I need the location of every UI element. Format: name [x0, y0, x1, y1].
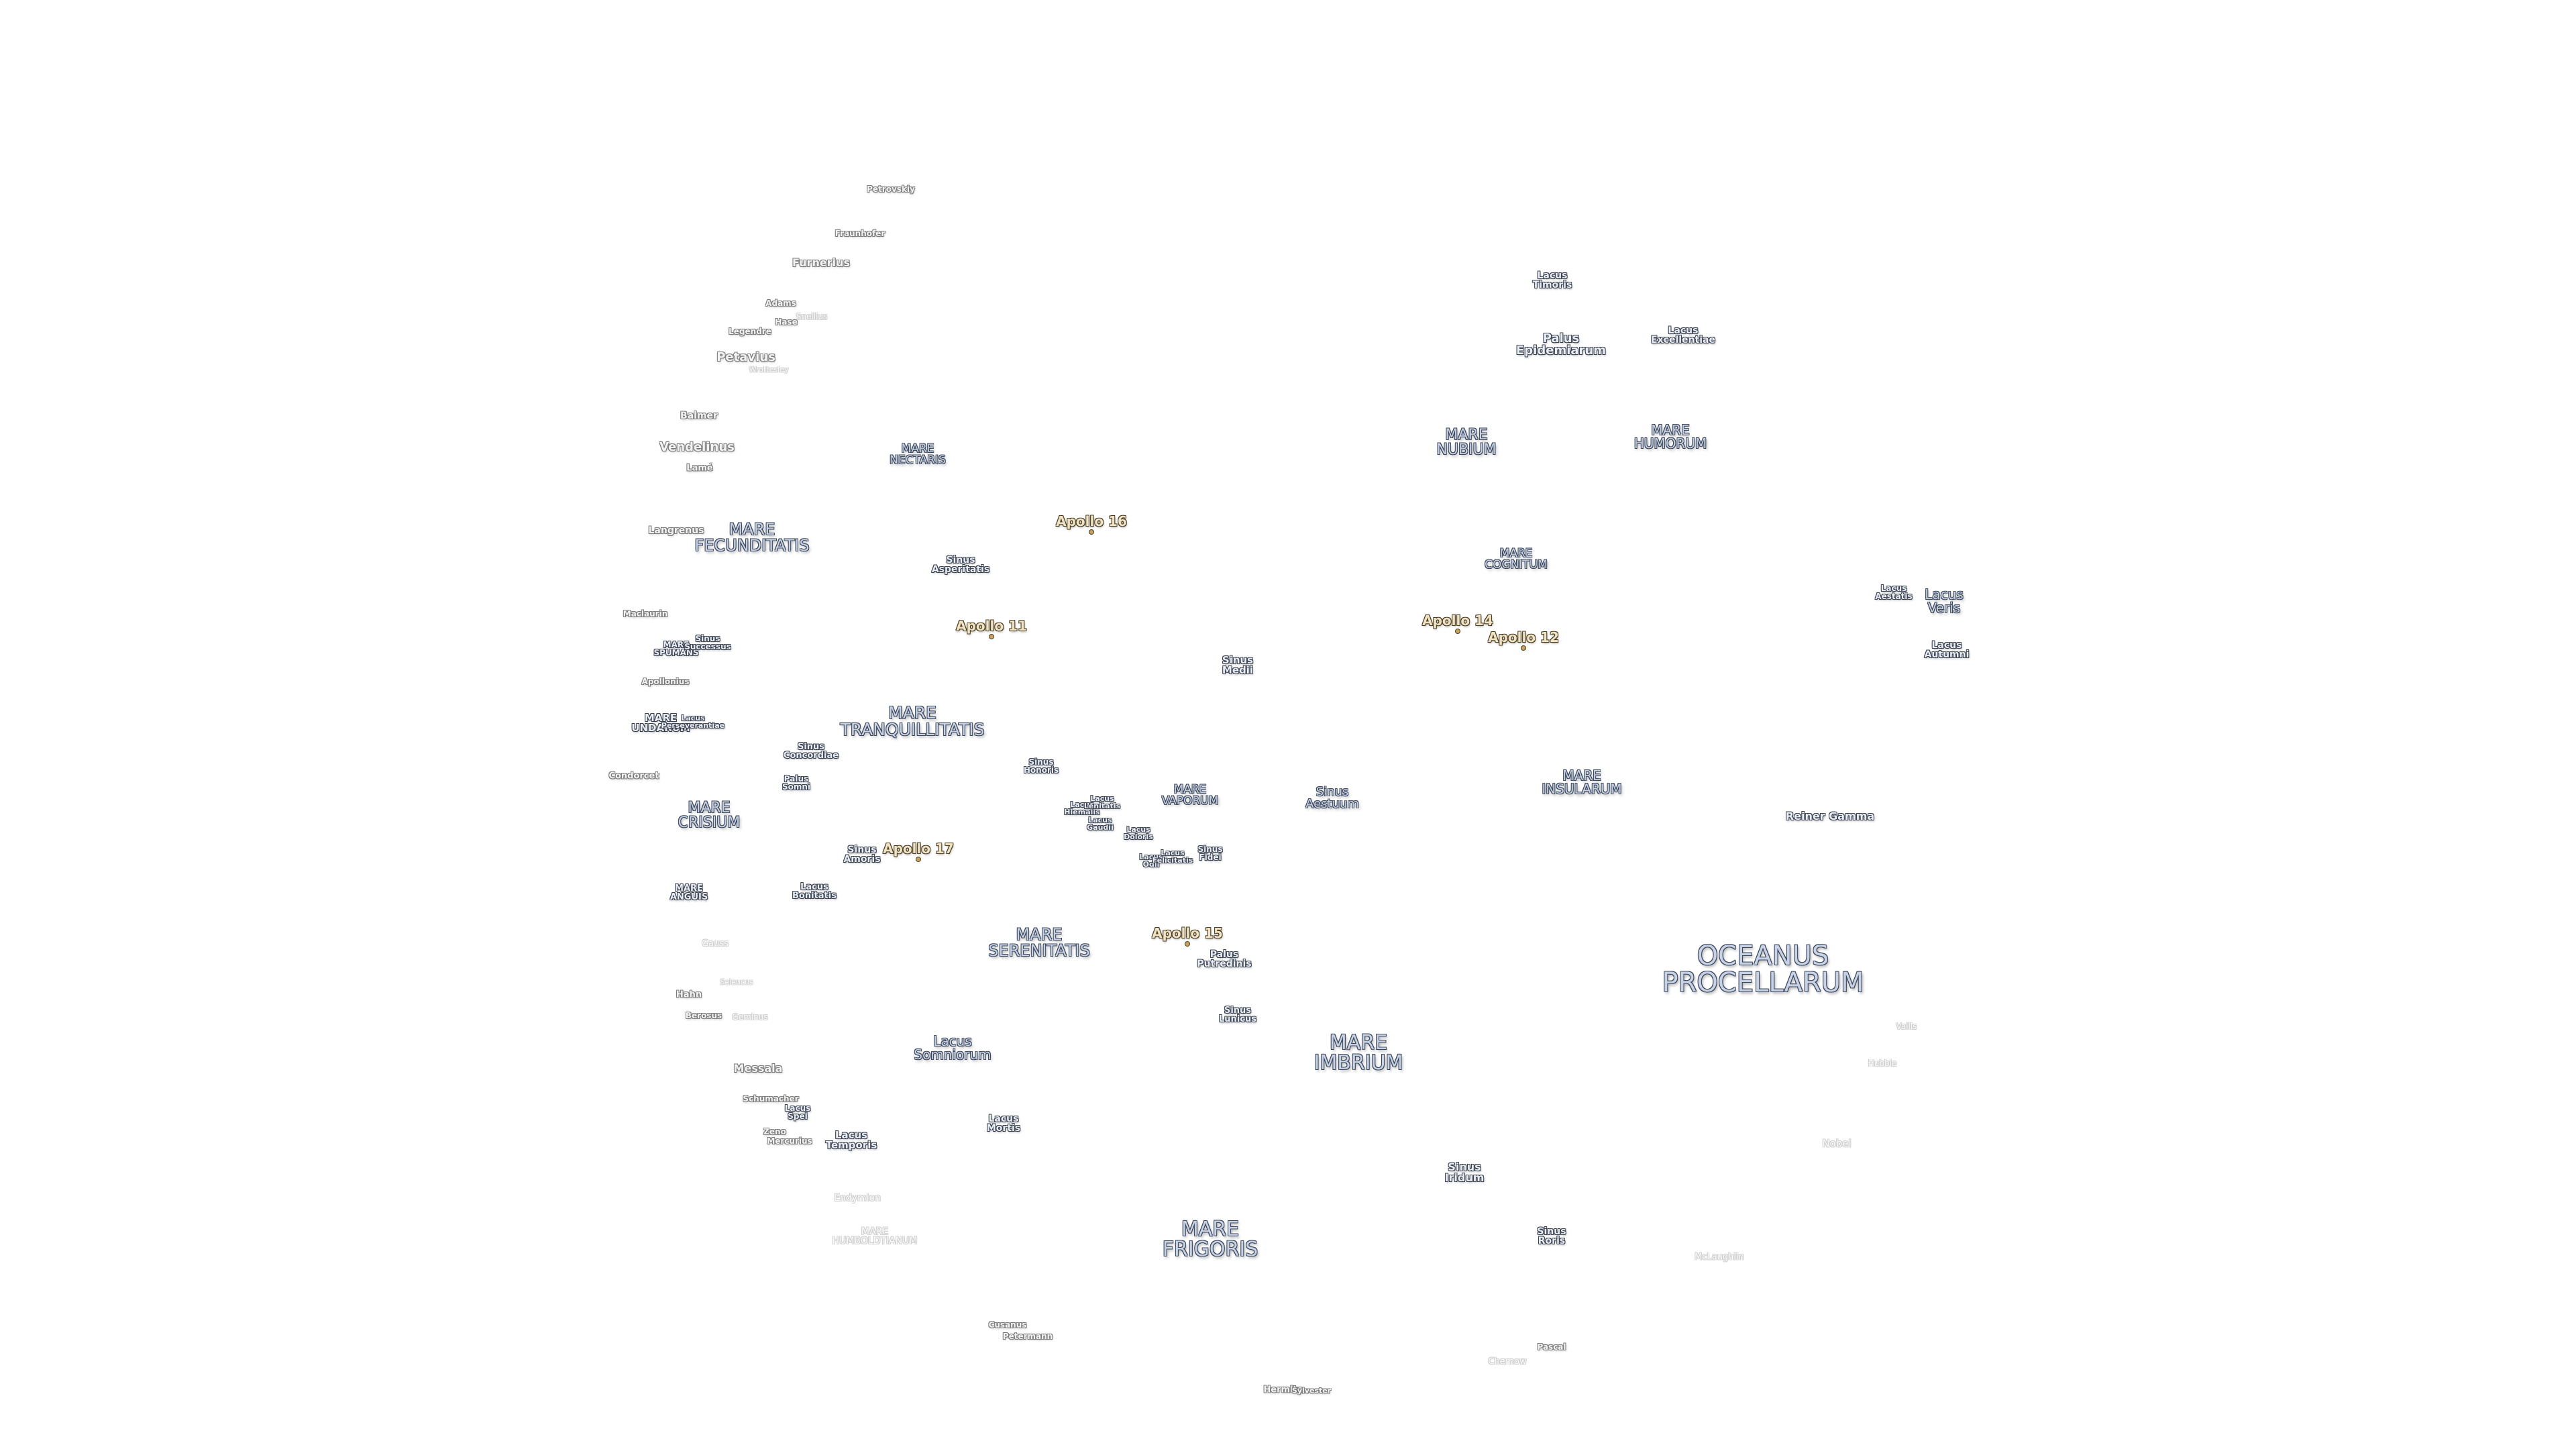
- apollo-15-site-marker: [1185, 941, 1190, 947]
- label-lacus-mortis: Lacus Mortis: [986, 1114, 1021, 1134]
- apollo-17-site-marker: [916, 857, 921, 862]
- label-faint-gauss: Gauss: [702, 938, 729, 949]
- label-crater-maclaurin: Maclaurin: [623, 609, 668, 619]
- label-mare-nectaris: MARE NECTARIS: [890, 442, 946, 467]
- label-mare-serenitatis: MARE SERENITATIS: [988, 925, 1090, 960]
- label-crater-petavius: Petavius: [716, 350, 775, 364]
- label-crater-zeno: Zeno: [763, 1127, 786, 1136]
- label-crater-legendre: Legendre: [729, 327, 771, 336]
- label-mare-imbrium: MARE IMBRIUM: [1313, 1031, 1403, 1075]
- label-sinus-iridum: Sinus Iridum: [1444, 1161, 1485, 1184]
- label-crater-fraunhofer: Fraunhofer: [835, 229, 885, 238]
- apollo-14-site-marker: [1455, 629, 1460, 634]
- label-lacus-perseverantiae: Lacus Perseverantiae: [661, 714, 725, 730]
- label-mare-insularum: MARE INSULARUM: [1542, 767, 1622, 797]
- label-faint-chernow: Chernow: [1488, 1356, 1527, 1367]
- label-lacus-veris: Lacus Veris: [1925, 586, 1964, 616]
- label-sinus-fidei: Sinus Fidei: [1197, 845, 1223, 862]
- label-sinus-asperitatis: Sinus Asperitatis: [931, 555, 990, 575]
- apollo-12-site-marker: [1521, 645, 1526, 651]
- label-faint-seleucus: Seleucus: [720, 977, 753, 987]
- label-mare-cognitum: MARE COGNITUM: [1485, 547, 1548, 572]
- label-sinus-concordiae: Sinus Concordiae: [783, 742, 839, 761]
- label-lacus-hiemalis: Lacus Hiemalis: [1064, 800, 1100, 816]
- label-sinus-honoris: Sinus Honoris: [1023, 757, 1059, 775]
- label-faint-mare-humboldtianum: MARE HUMBOLDTIANUM: [832, 1226, 918, 1246]
- label-lacus-temporis: Lacus Temporis: [825, 1129, 877, 1151]
- label-lacus-felicitatis: Lacus Felicitatis: [1152, 849, 1193, 865]
- label-apollo-14: Apollo 14: [1422, 612, 1493, 629]
- label-crater-messala: Messala: [733, 1062, 783, 1075]
- label-faint-nobel: Nobel: [1822, 1137, 1851, 1150]
- label-crater-sylvester: Sylvester: [1291, 1386, 1332, 1395]
- label-lacus-autumni: Lacus Autumni: [1924, 640, 1970, 660]
- label-mare-tranquillitatis: MARE TRANQUILLITATIS: [840, 703, 985, 739]
- label-crater-cusanus: Cusanus: [988, 1320, 1027, 1330]
- label-crater-condorcet: Condorcet: [608, 771, 659, 782]
- label-palus-putredinis: Palus Putredinis: [1197, 949, 1252, 969]
- label-lacus-odii: Lacus Odii: [1139, 853, 1163, 869]
- label-mare-humorum: MARE HUMORUM: [1633, 422, 1707, 451]
- label-lacus-spei: Lacus Spei: [784, 1104, 811, 1121]
- label-mare-spumans: MARE SPUMANS: [653, 640, 699, 657]
- label-faint-mclaughlin: McLaughlin: [1695, 1252, 1744, 1263]
- label-faint-geminus: Geminus: [732, 1012, 768, 1022]
- label-faint-wrottesley: Wrottesley: [749, 365, 789, 374]
- apollo-16-site-marker: [1089, 529, 1094, 535]
- label-crater-petrovskiy: Petrovskiy: [867, 184, 915, 194]
- label-lacus-gaudii: Lacus Gaudii: [1087, 816, 1114, 832]
- label-mare-undarum: MARE UNDARUM: [631, 712, 690, 734]
- apollo-11-site-marker: [989, 634, 994, 639]
- label-faint-hubble: Hubble: [1868, 1059, 1897, 1068]
- label-mare-anguis: MARE ANGUIS: [669, 883, 708, 902]
- label-faint-vallis: Vallis: [1896, 1022, 1917, 1031]
- label-lacus-lenitatis: Lacus Lenitatis: [1083, 794, 1121, 810]
- label-mare-fecunditatis: MARE FECUNDITATIS: [694, 520, 810, 555]
- label-crater-petermann: Petermann: [1002, 1332, 1053, 1341]
- label-lacus-excellentiae: Lacus Excellentiae: [1651, 325, 1715, 345]
- label-lacus-timoris: Lacus Timoris: [1532, 270, 1572, 290]
- label-crater-adams: Adams: [765, 299, 796, 308]
- label-apollo-17: Apollo 17: [883, 841, 954, 857]
- label-oceanus-procellarum: OCEANUS PROCELLARUM: [1662, 941, 1864, 998]
- label-sinus-roris: Sinus Roris: [1537, 1226, 1566, 1246]
- label-crater-furnerius: Furnerius: [792, 256, 850, 269]
- label-apollo-11: Apollo 11: [956, 618, 1027, 634]
- label-sinus-successus: Sinus Successus: [684, 634, 731, 651]
- label-crater-balmer: Balmer: [680, 411, 718, 421]
- label-mare-crisium: MARE CRISIUM: [678, 800, 741, 831]
- label-sinus-medii: Sinus Medii: [1222, 654, 1254, 676]
- label-crater-langrenus: Langrenus: [648, 525, 704, 536]
- label-crater-pascal: Pascal: [1537, 1342, 1566, 1352]
- label-crater-hase: Hase: [775, 317, 798, 327]
- label-crater-apollonius: Apollonius: [641, 677, 690, 686]
- label-palus-somni: Palus Somni: [782, 774, 811, 792]
- label-reiner-gamma: Reiner Gamma: [1785, 810, 1875, 822]
- label-lacus-aestatis: Lacus Aestatis: [1875, 584, 1913, 601]
- label-palus-epidemiarum: Palus Epidemiarum: [1516, 331, 1606, 358]
- label-mare-nubium: MARE NUBIUM: [1436, 427, 1497, 458]
- label-lacus-doloris: Lacus Doloris: [1124, 825, 1153, 841]
- label-faint-endymion: Endymion: [834, 1193, 881, 1203]
- label-crater-berosus: Berosus: [685, 1011, 722, 1020]
- label-crater-hahn: Hahn: [676, 989, 702, 1000]
- label-sinus-amoris: Sinus Amoris: [843, 845, 881, 865]
- label-sinus-lunicus: Sinus Lunicus: [1219, 1006, 1256, 1024]
- label-apollo-12: Apollo 12: [1488, 629, 1559, 645]
- label-crater-lame: Lamé: [686, 463, 713, 474]
- label-crater-hermite: Hermite: [1263, 1385, 1303, 1395]
- label-apollo-16: Apollo 16: [1056, 513, 1127, 529]
- label-crater-vendelinus: Vendelinus: [659, 440, 735, 454]
- label-mare-frigoris: MARE FRIGORIS: [1162, 1218, 1258, 1261]
- label-lacus-somniorum: Lacus Somniorum: [914, 1033, 991, 1063]
- label-mare-vaporum: MARE VAPORUM: [1161, 783, 1219, 808]
- label-apollo-15: Apollo 15: [1152, 925, 1223, 941]
- label-sinus-aestuum: Sinus Aestuum: [1305, 785, 1359, 811]
- label-faint-snellius: Snellius: [796, 312, 828, 321]
- label-crater-schumacher: Schumacher: [743, 1094, 799, 1104]
- label-crater-mercurius: Mercurius: [767, 1136, 812, 1146]
- label-lacus-bonitatis: Lacus Bonitatis: [792, 882, 837, 901]
